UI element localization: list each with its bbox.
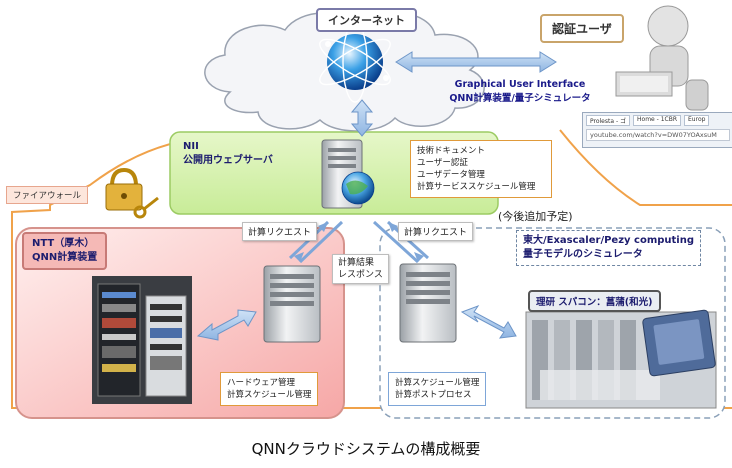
internet-label: インターネット (316, 8, 417, 32)
future-server-icon (399, 263, 457, 343)
ntt-server-icon (263, 265, 321, 343)
padlock-icon (105, 167, 143, 211)
web-server-title-line1: NII (183, 141, 199, 152)
future-mgmt-line2: 計算ポストプロセス (395, 390, 472, 400)
gui-caption: Graphical User Interface QNN計算装置/量子シミュレー… (420, 78, 620, 106)
future-management: 計算スケジュール管理 計算ポストプロセス (388, 372, 487, 406)
function-docs: 技術ドキュメント (417, 146, 486, 156)
arrow-ntt-rack-server (196, 309, 257, 341)
future-perimeter (559, 129, 732, 206)
authenticated-user-label: 認証ユーザ (540, 14, 624, 43)
browser-tab-2[interactable]: Home - 1CBR (633, 115, 682, 126)
future-title: 東大/Exascaler/Pezy computing 量子モデルのシミュレータ (516, 230, 702, 266)
gui-caption-line2: QNN計算装置/量子シミュレータ (449, 93, 591, 104)
request-label-right: 計算リクエスト (398, 222, 474, 241)
arrow-future-server-riken (460, 304, 517, 339)
web-server-functions: 技術ドキュメント ユーザー認証 ユーザデータ管理 計算サービススケジュール管理 (410, 140, 552, 198)
gui-caption-line1: Graphical User Interface (454, 79, 586, 90)
internet-globe-icon (319, 21, 391, 103)
ntt-rack-photo (92, 276, 192, 404)
browser-tabs: Prolesta - ゴ Home - 1CBR Europ (583, 113, 732, 128)
ntt-title-line1: NTT（厚木） (32, 238, 95, 249)
browser-tab-1[interactable]: Prolesta - ゴ (586, 115, 631, 126)
result-line1: 計算結果 (338, 258, 375, 268)
future-mgmt-line1: 計算スケジュール管理 (395, 378, 480, 388)
ntt-title: NTT（厚木） QNN計算装置 (22, 232, 108, 270)
function-auth: ユーザー認証 (417, 158, 468, 168)
function-schedule: 計算サービススケジュール管理 (417, 182, 536, 192)
ntt-management: ハードウェア管理 計算スケジュール管理 (220, 372, 319, 406)
key-icon (133, 196, 159, 219)
web-server-title-line2: 公開用ウェブサーバ (183, 155, 273, 166)
result-response-label: 計算結果 レスポンス (332, 254, 389, 284)
arrow-internet-server (350, 99, 374, 137)
web-server-title: NII 公開用ウェブサーバ (183, 140, 273, 168)
firewall-label: ファイアウォール (6, 186, 89, 204)
browser-address-bar[interactable]: youtube.com/watch?v=DW07YOAxsuM (586, 129, 730, 141)
request-label-left: 計算リクエスト (242, 222, 318, 241)
riken-supercomputer-photo (525, 309, 717, 409)
request-arrows (288, 220, 430, 264)
browser-window: Prolesta - ゴ Home - 1CBR Europ youtube.c… (582, 112, 732, 148)
web-server-icon (321, 139, 375, 209)
future-note: (今後追加予定) (498, 210, 573, 223)
result-line2: レスポンス (338, 270, 383, 280)
user-robot-icon (615, 5, 709, 111)
riken-label: 理研 スパコン：菖蒲(和光) (528, 290, 661, 312)
ntt-mgmt-line1: ハードウェア管理 (227, 378, 296, 388)
arrow-internet-user (395, 51, 557, 73)
function-user-data: ユーザデータ管理 (417, 170, 485, 180)
future-title-line1: 東大/Exascaler/Pezy computing (523, 235, 695, 246)
browser-tab-3[interactable]: Europ (684, 115, 710, 126)
future-title-line2: 量子モデルのシミュレータ (523, 249, 643, 260)
figure-caption: QNNクラウドシステムの構成概要 (251, 440, 481, 458)
ntt-mgmt-line2: 計算スケジュール管理 (227, 390, 312, 400)
ntt-title-line2: QNN計算装置 (32, 252, 98, 263)
